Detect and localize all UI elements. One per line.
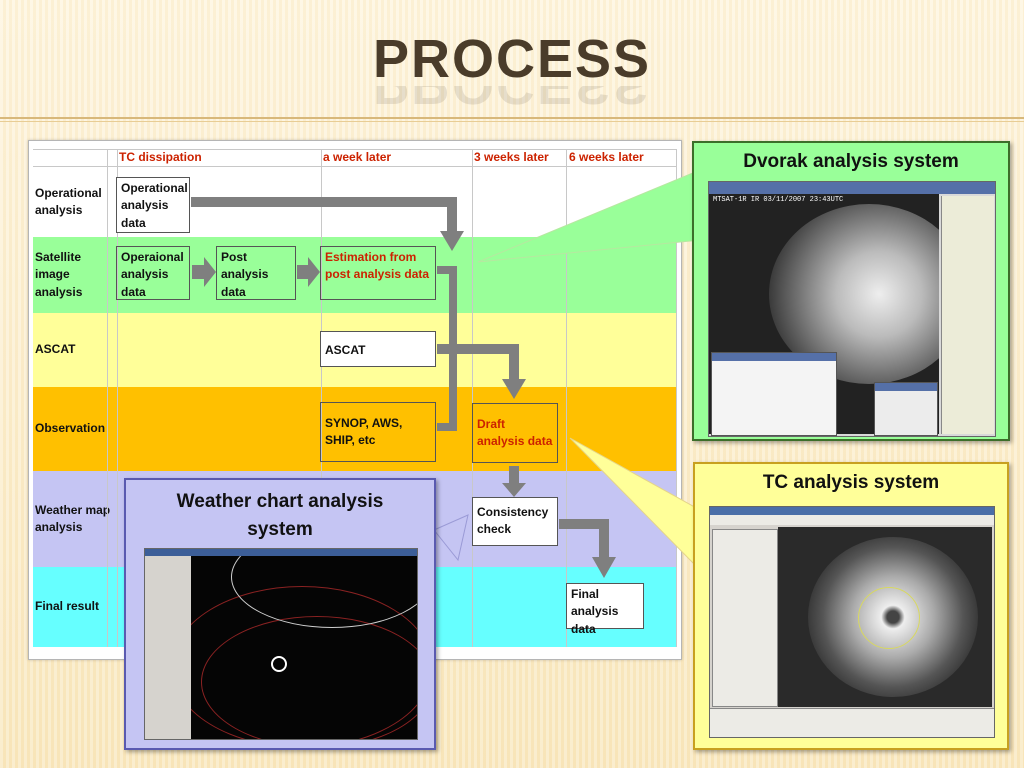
column-divider <box>321 149 322 647</box>
window-titlebar <box>712 353 836 361</box>
box-post-analysis-data: Post analysis data <box>216 246 296 300</box>
column-divider <box>107 149 108 647</box>
bracket-estimation-to-synop <box>437 266 457 431</box>
tc-panel: TC analysis system <box>693 462 1009 750</box>
tc-pointer <box>569 437 701 572</box>
header-week-later: a week later <box>323 150 392 164</box>
weather-map <box>191 556 417 739</box>
row-label: Satellite image analysis <box>35 249 83 299</box>
analysis-circle <box>858 587 920 649</box>
box-draft-analysis-data: Draft analysis data <box>472 403 558 463</box>
arrow-post-to-estimation <box>297 257 320 287</box>
arrow-consistency-to-final <box>559 519 616 578</box>
window-titlebar <box>875 383 937 391</box>
dvorak-pointer <box>477 169 701 263</box>
slide-title: PROCESS <box>372 29 652 89</box>
box-ascat: ASCAT <box>320 331 436 367</box>
arrow-draft-to-consistency <box>502 466 526 497</box>
box-synop-aws-ship: SYNOP, AWS, SHIP, etc <box>320 402 436 462</box>
weather-chart-panel-title: Weather chart analysis system <box>176 491 384 540</box>
arrow-operaional-to-post <box>192 257 216 287</box>
box-final-analysis-data: Final analysis data <box>566 583 644 636</box>
menu-bar[interactable] <box>710 515 994 525</box>
window-titlebar <box>710 507 994 515</box>
row-label: ASCAT <box>35 342 76 357</box>
weather-sidebar[interactable] <box>145 556 191 739</box>
box-estimation-from-post-analysis: Estimation from post analysis data <box>320 246 436 300</box>
typhoon-marker <box>271 656 287 672</box>
weather-chart-panel: Weather chart analysis system <box>124 478 436 750</box>
header-3-weeks-later: 3 weeks later <box>474 150 549 164</box>
parameter-panel[interactable] <box>712 529 778 707</box>
weather-pointer <box>433 514 469 562</box>
column-divider <box>566 149 567 647</box>
row-label: Observation <box>35 421 106 436</box>
dvorak-screenshot[interactable]: MTSAT-1R IR 03/11/2007 23:43UTC <box>708 181 996 437</box>
window-titlebar <box>709 182 995 194</box>
row-label: Final result <box>35 599 100 614</box>
header-top-line <box>33 149 677 150</box>
dvorak-panel-title: Dvorak analysis system <box>743 151 959 172</box>
window-titlebar <box>145 549 417 556</box>
box-consistency-check: Consistency check <box>472 497 558 546</box>
dvorak-panel: Dvorak analysis system MTSAT-1R IR 03/11… <box>692 141 1010 441</box>
intensity-dialog[interactable] <box>874 382 938 436</box>
arrow-operational-to-estimation <box>191 197 464 251</box>
tc-panel-title: TC analysis system <box>762 472 940 493</box>
pattern-table-window[interactable] <box>711 352 837 436</box>
toolbar-bottom[interactable] <box>710 708 994 737</box>
tc-screenshot[interactable] <box>709 506 995 738</box>
title-rule-thin <box>0 121 1024 122</box>
image-caption: MTSAT-1R IR 03/11/2007 23:43UTC <box>713 196 844 204</box>
tc-satellite-image <box>778 527 992 707</box>
header-tc-dissipation: TC dissipation <box>119 150 202 164</box>
column-divider <box>472 149 473 647</box>
row-label: Weather map analysis <box>35 502 111 534</box>
row-label: Operational analysis <box>35 185 102 217</box>
header-6-weeks-later: 6 weeks later <box>569 150 644 164</box>
row-observation: Observation <box>33 387 677 471</box>
title-rule <box>0 117 1024 119</box>
column-divider <box>676 149 677 647</box>
header-underline <box>33 166 677 167</box>
control-sidebar[interactable] <box>941 196 994 434</box>
column-divider <box>117 149 118 647</box>
arrow-ascat-to-draft <box>437 344 526 399</box>
box-operational-analysis-data: Operational analysis data <box>116 177 190 233</box>
flow-arrows <box>191 197 616 578</box>
weather-chart-screenshot[interactable] <box>144 548 418 740</box>
box-operaional-analysis-data: Operaional analysis data <box>116 246 190 300</box>
